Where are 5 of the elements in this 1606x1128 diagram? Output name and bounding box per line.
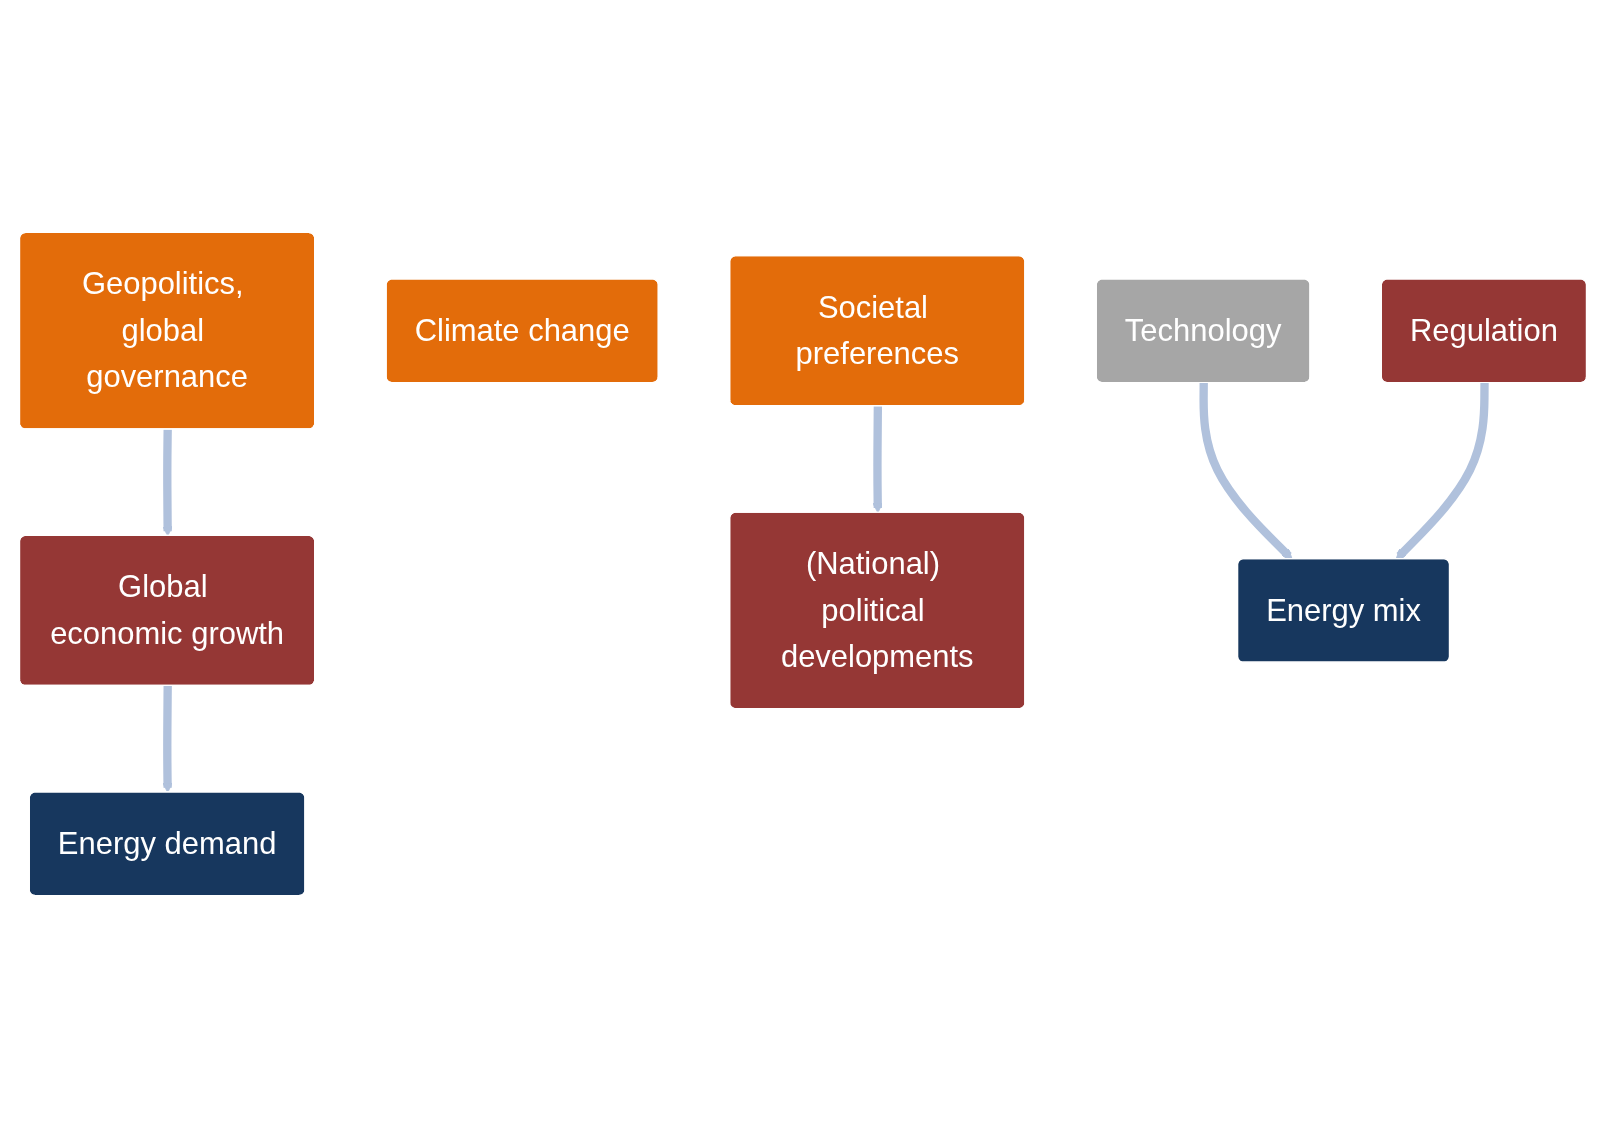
arrow xyxy=(872,406,883,514)
arrow xyxy=(1395,383,1489,560)
arrow xyxy=(162,685,173,793)
arrow xyxy=(162,429,173,537)
arrow xyxy=(1199,383,1293,560)
